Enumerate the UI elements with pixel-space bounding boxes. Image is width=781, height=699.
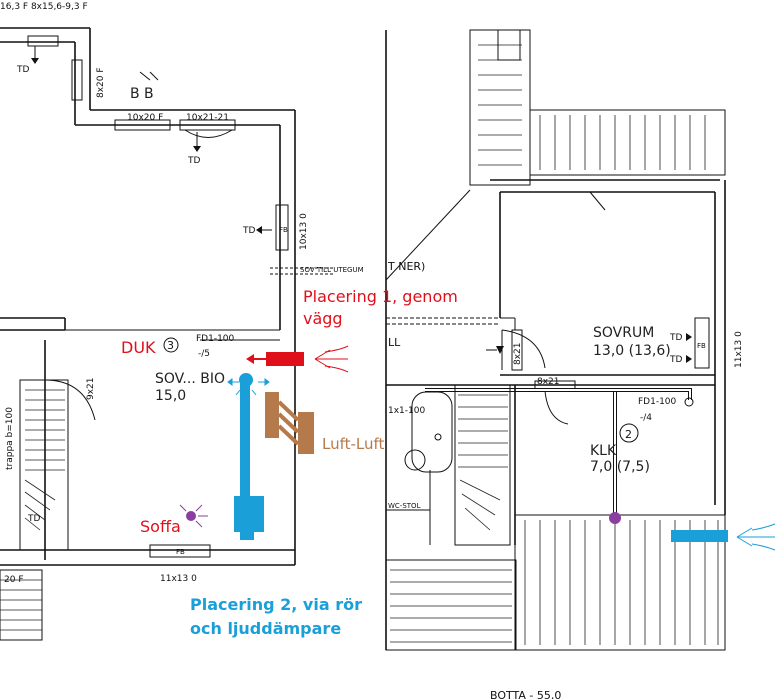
- top-right-hatch: [529, 109, 726, 176]
- window-10x21: [179, 119, 236, 131]
- window-11x13-bottom-label: 11x13 0: [160, 574, 197, 584]
- td-label-right-1: TD: [669, 333, 682, 343]
- fd1-100-right-label: FD1-100: [638, 397, 677, 407]
- right-outdoor-unit: [671, 530, 728, 542]
- sov-bio-label: SOV... BIO: [155, 371, 225, 387]
- airflow-arrow-blue-icon: [736, 523, 776, 551]
- fd1-minus5-label: -/5: [198, 349, 210, 359]
- window-8x21-vertical-label: 8x21: [513, 342, 523, 365]
- ll-label: LL: [388, 336, 401, 349]
- placering1-line1: Placering 1, genom: [303, 287, 458, 306]
- bathtub: [411, 391, 453, 473]
- window-10x13-label: 10x13 0: [299, 213, 309, 250]
- stair-treads: [24, 389, 65, 531]
- placering2-pipe: [240, 378, 250, 498]
- top-stair-box: [469, 29, 531, 186]
- placering1-unit: [266, 352, 304, 366]
- luft-luft-indoor-unit: [265, 392, 279, 438]
- room-number-3: 3: [167, 339, 174, 352]
- window-8x20-vertical: [71, 59, 83, 101]
- duct-end-icon: [684, 397, 694, 407]
- td-label-right-2: TD: [669, 355, 682, 365]
- annotations: Placering 1, genom vägg DUK Luft-Luft: [121, 287, 776, 638]
- bottom-left-hatched-area: [385, 559, 517, 651]
- soffa-rays-icon: [179, 504, 208, 528]
- window-9x21-label: 9x21: [86, 377, 96, 400]
- window-10x21-label: 10x21-21: [186, 113, 229, 123]
- placering1-line2: vägg: [303, 309, 343, 328]
- klk-purple-marker: [609, 512, 621, 524]
- top-window: [497, 29, 521, 61]
- bottom-left-steps: [0, 569, 43, 641]
- room-circle: [404, 449, 426, 471]
- window-top-left: [27, 35, 59, 47]
- bb-label: B B: [130, 86, 154, 102]
- td-label-stairs: TD: [27, 514, 40, 524]
- wc-stol-label: WC-STOL: [388, 502, 421, 510]
- placering2-silencer: [234, 496, 264, 532]
- right-floor-plan: T NER) LL 8x21 SOVRUM 13,0 (13,6) FB 11x…: [385, 29, 744, 699]
- soffa-marker: [186, 511, 196, 521]
- placering2-line2: och ljuddämpare: [190, 619, 341, 638]
- blue-flow-arrows-icon: [227, 378, 270, 396]
- fd1-minus4-label: -/4: [640, 413, 652, 423]
- inner-stairs: [454, 384, 511, 546]
- room-number-3-circle: [163, 337, 179, 353]
- fd1-100-left-label: FD1-100: [196, 334, 235, 344]
- luft-luft-outdoor-unit: [298, 412, 314, 454]
- td-label-mid: TD: [187, 156, 200, 166]
- window-11x13-bottom: [149, 544, 211, 558]
- trappa-label: trappa b=100: [5, 407, 15, 470]
- window-11x13-right: [694, 317, 710, 369]
- klk-label: KLK: [590, 443, 617, 459]
- svg-text:FB: FB: [176, 548, 185, 556]
- left-floor-plan: 16,3 F 8x15,6-9,3 F TD 8x20 F B B 10x20 …: [0, 2, 364, 641]
- sovrum-area: 13,0 (13,6): [593, 343, 671, 359]
- svg-text:FB: FB: [279, 226, 288, 234]
- sov-till-utegum-label: SOV TILL UTEGUM: [300, 266, 364, 274]
- top-left-dims-label: 16,3 F 8x15,6-9,3 F: [0, 2, 88, 12]
- t-ner-label: T NER): [387, 260, 425, 273]
- svg-text:FB: FB: [697, 342, 706, 350]
- duk-label: DUK: [121, 338, 156, 357]
- sov-bio-area: 15,0: [155, 388, 186, 404]
- luft-luft-label: Luft-Luft: [322, 435, 385, 453]
- window-8x21-vertical: [511, 329, 523, 371]
- sovrum-label: SOVRUM: [593, 325, 654, 341]
- window-8x20-vertical-label: 8x20 F: [96, 67, 106, 98]
- window-10x20-label: 10x20 F: [127, 113, 163, 123]
- td-arrow-icon: [31, 58, 39, 64]
- window-1x1-label: 1x1-100: [388, 406, 425, 416]
- room-number-2-circle: [619, 423, 639, 443]
- soffa-label: Soffa: [140, 517, 181, 536]
- red-arrow-icon: [246, 354, 254, 364]
- room-number-2: 2: [625, 428, 632, 441]
- td-label-top-left: TD: [16, 65, 29, 75]
- window-20f-label: 20 F: [4, 575, 24, 585]
- bottom-cut-label: BOTTA - 55,0: [490, 689, 561, 699]
- window-11x13-right-label: 11x13 0: [734, 331, 744, 368]
- window-10x20: [114, 119, 171, 131]
- placering2-outlet: [239, 373, 253, 387]
- airflow-arrow-red-icon: [314, 345, 349, 373]
- window-8x21-label: 8x21: [537, 377, 560, 387]
- window-10x13-vertical: [275, 204, 289, 251]
- klk-area: 7,0 (7,5): [590, 459, 650, 475]
- placering2-line1: Placering 2, via rör: [190, 595, 362, 614]
- stairs: [19, 379, 69, 551]
- td-label-right: TD: [242, 226, 255, 236]
